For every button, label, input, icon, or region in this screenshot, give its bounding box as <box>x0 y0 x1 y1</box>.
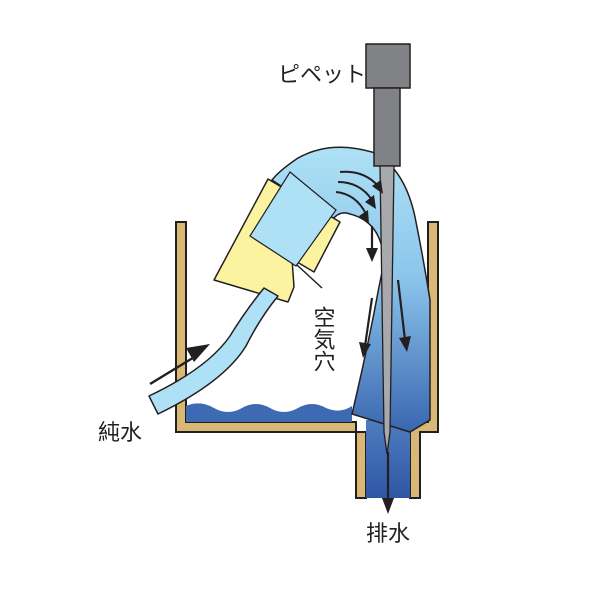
container-wall <box>175 221 367 499</box>
flow-arrowheads-curved <box>359 180 383 224</box>
pipette-top <box>365 43 411 89</box>
pure-water-label: 純水 <box>98 421 142 446</box>
air-hole-leader <box>296 264 323 289</box>
inlet-arrow <box>149 344 210 386</box>
flow-arrows-down <box>363 226 407 500</box>
drain-label: 排水 <box>366 522 410 547</box>
water-pool <box>186 403 352 422</box>
pipette-label: ピペット <box>278 63 366 88</box>
pipette-tip <box>379 165 395 455</box>
flow-arrowheads-down <box>359 248 411 514</box>
pipette-shaft <box>373 87 401 167</box>
inlet-tube <box>148 287 279 415</box>
flow-arrows-curved <box>335 170 379 215</box>
holder-water-band <box>249 171 337 267</box>
air-hole-label: 空気穴 <box>310 306 336 372</box>
